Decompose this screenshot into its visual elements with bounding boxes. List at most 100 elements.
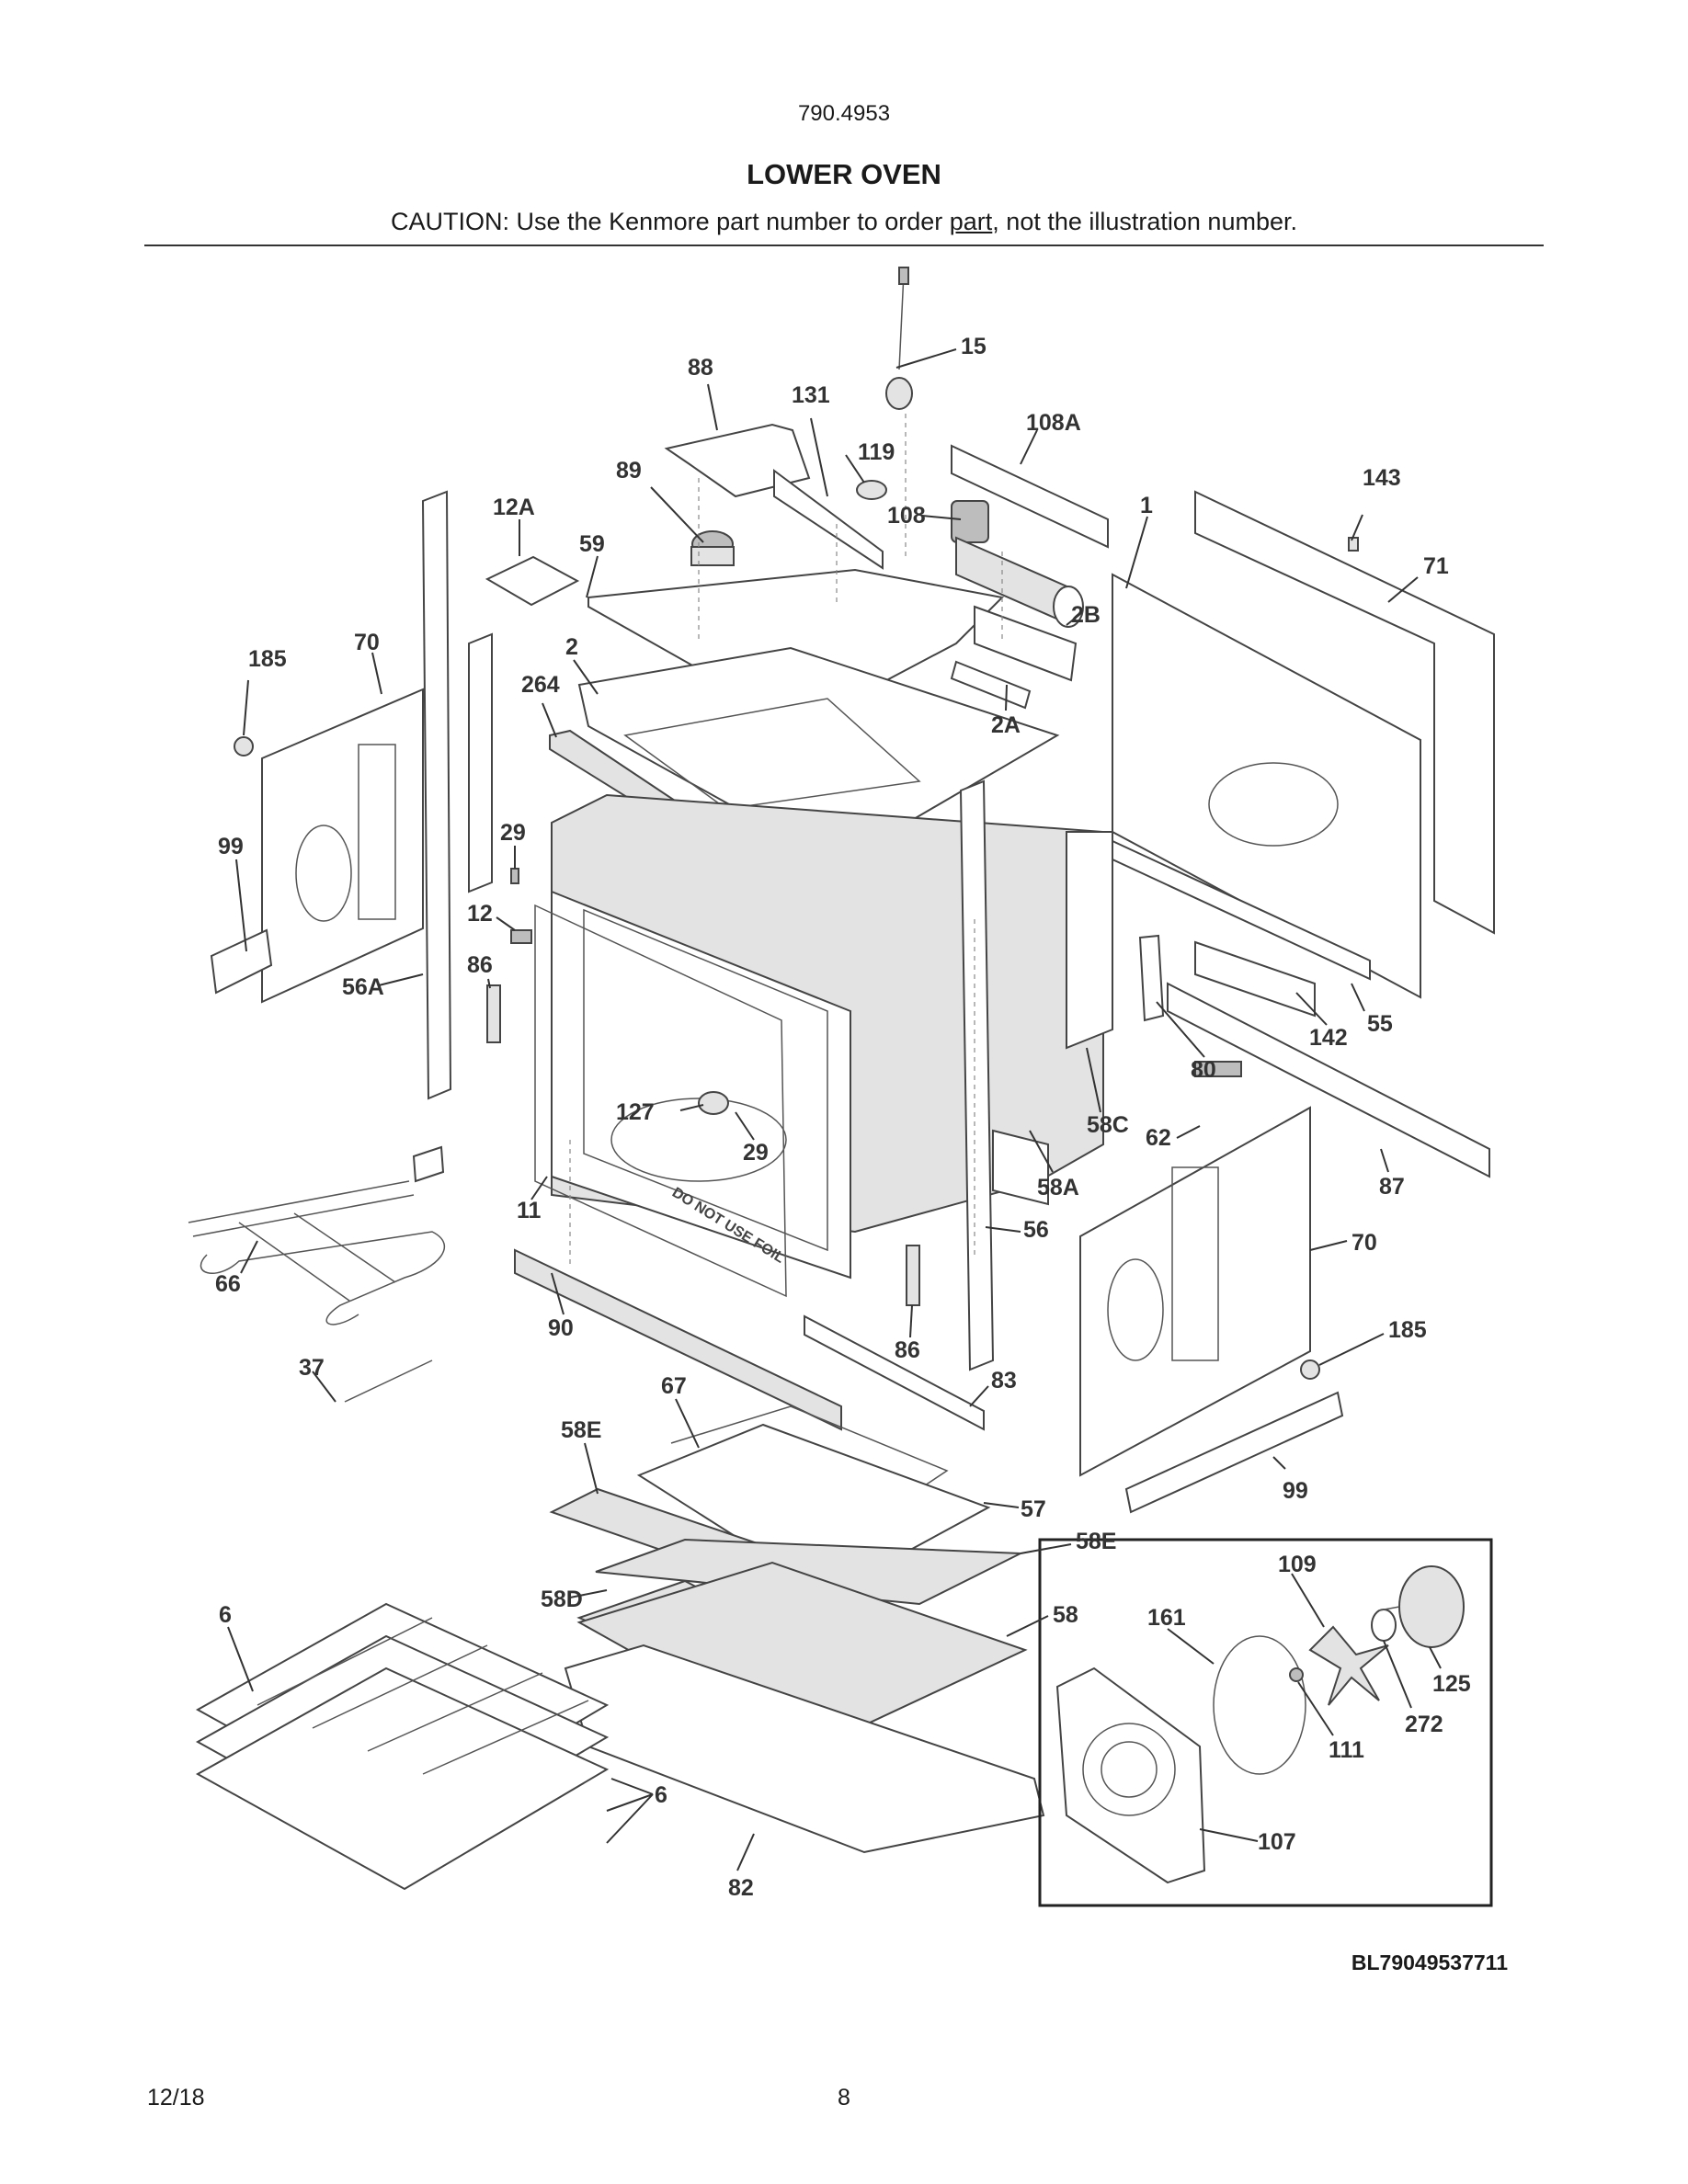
part-143-clip [1348, 537, 1359, 552]
part-55-bracket [1112, 839, 1371, 981]
callout-58e-left: 58E [561, 1417, 601, 1443]
callout-70-left: 70 [354, 630, 380, 655]
callout-59: 59 [579, 531, 605, 557]
callout-2b: 2B [1071, 602, 1101, 628]
part-185-bumper-left [234, 736, 254, 756]
part-58a-insulation [992, 1129, 1049, 1206]
callout-62: 62 [1146, 1125, 1171, 1151]
callout-57: 57 [1021, 1496, 1046, 1522]
part-11-gasket [534, 904, 787, 1298]
part-80-bracket [1138, 934, 1165, 1022]
part-119-thermostat [856, 480, 887, 500]
callout-2a: 2A [991, 712, 1021, 738]
callout-labels: 15 88 131 108A 119 89 12A 59 108 1 143 7… [215, 334, 1471, 1901]
part-125-fan-motor [1378, 1565, 1465, 1648]
callout-66: 66 [215, 1271, 241, 1297]
callout-86-left: 86 [467, 952, 493, 978]
callout-6-top: 6 [219, 1602, 232, 1628]
callout-99-right: 99 [1283, 1478, 1308, 1504]
callout-83: 83 [991, 1368, 1017, 1393]
part-oven-cavity [551, 793, 1104, 1280]
callout-71: 71 [1423, 553, 1449, 579]
part-109-fan-blade [1308, 1625, 1389, 1706]
part-left-rear-rail [468, 632, 493, 893]
part-90-front-trim [514, 1248, 842, 1431]
footer-date: 12/18 [147, 2085, 205, 2110]
callout-56: 56 [1023, 1217, 1049, 1243]
diagram-reference-code: BL79049537711 [1351, 1951, 1508, 1974]
callout-109: 109 [1278, 1552, 1317, 1577]
page-number: 8 [838, 2085, 850, 2110]
callout-125: 125 [1432, 1671, 1471, 1697]
callout-67: 67 [661, 1373, 687, 1399]
part-99-bracket-right [1124, 1391, 1344, 1514]
callout-90: 90 [548, 1315, 574, 1341]
callout-142: 142 [1309, 1025, 1348, 1051]
callout-2: 2 [565, 634, 578, 660]
part-37-probe [344, 1359, 433, 1403]
callout-1: 1 [1140, 493, 1153, 518]
callout-12a: 12A [493, 495, 535, 520]
callout-29-lower: 29 [743, 1140, 769, 1166]
callout-82: 82 [728, 1875, 754, 1901]
part-127-light [698, 1091, 729, 1115]
callout-107: 107 [1258, 1829, 1296, 1855]
callout-185-left: 185 [248, 646, 287, 672]
part-59-panel [587, 568, 1005, 728]
caution-link-part[interactable]: part [949, 208, 993, 235]
part-142-channel [1194, 940, 1316, 1018]
part-99-bracket-left [210, 928, 273, 995]
part-86-hinge-left [486, 984, 501, 1043]
callout-leaders [227, 348, 1442, 1871]
callout-55: 55 [1367, 1011, 1393, 1037]
part-161-ring [1213, 1635, 1306, 1775]
part-29-screw [510, 868, 519, 884]
callout-108: 108 [887, 503, 926, 529]
page-title: LOWER OVEN [747, 158, 941, 190]
callout-88: 88 [688, 355, 713, 381]
part-86-hinge-right [906, 1245, 920, 1306]
part-12-switch [510, 929, 532, 944]
part-107-fan-cover [1055, 1666, 1206, 1884]
callout-58c: 58C [1087, 1112, 1129, 1138]
part-111-nut [1289, 1667, 1304, 1682]
callout-264: 264 [521, 672, 560, 698]
part-70-left-panel [261, 688, 424, 1004]
callout-12: 12 [467, 901, 493, 927]
callout-6-bottom: 6 [655, 1782, 667, 1808]
part-185-bumper-right [1300, 1359, 1320, 1380]
model-number: 790.4953 [797, 101, 891, 126]
part-70-right-panel [1079, 1106, 1311, 1477]
part-2b-duct [974, 605, 1078, 682]
callout-58d: 58D [541, 1587, 583, 1612]
callout-70-right: 70 [1352, 1230, 1377, 1256]
callout-111: 111 [1329, 1737, 1364, 1763]
callout-58a: 58A [1037, 1175, 1079, 1200]
callout-56a: 56A [342, 974, 384, 1000]
part-1-rear-panel [1112, 573, 1421, 999]
part-2a-duct [950, 660, 1032, 710]
part-272-spacer [1371, 1609, 1397, 1642]
callout-131: 131 [792, 382, 830, 408]
part-56a-left-rail [421, 490, 452, 1100]
callout-272: 272 [1405, 1712, 1443, 1737]
part-12a-shield [485, 555, 580, 607]
callout-87: 87 [1379, 1174, 1405, 1200]
part-83-rail [804, 1314, 985, 1431]
callout-99-left: 99 [218, 834, 244, 859]
part-108a-bracket [951, 444, 1109, 549]
callout-11: 11 [517, 1198, 542, 1223]
callout-143: 143 [1363, 465, 1401, 491]
part-89-motor [690, 530, 735, 566]
part-66-bracket [412, 1145, 445, 1183]
part-6-oven-racks [195, 1602, 610, 1891]
callout-58: 58 [1053, 1602, 1078, 1628]
part-15-sensor [885, 267, 913, 410]
part-58c-insulation [1066, 831, 1113, 1050]
callout-108a: 108A [1026, 410, 1081, 436]
callout-161: 161 [1147, 1605, 1186, 1631]
callout-15: 15 [961, 334, 987, 359]
callout-58e-right: 58E [1076, 1529, 1116, 1554]
part-108-blower [951, 500, 1084, 628]
